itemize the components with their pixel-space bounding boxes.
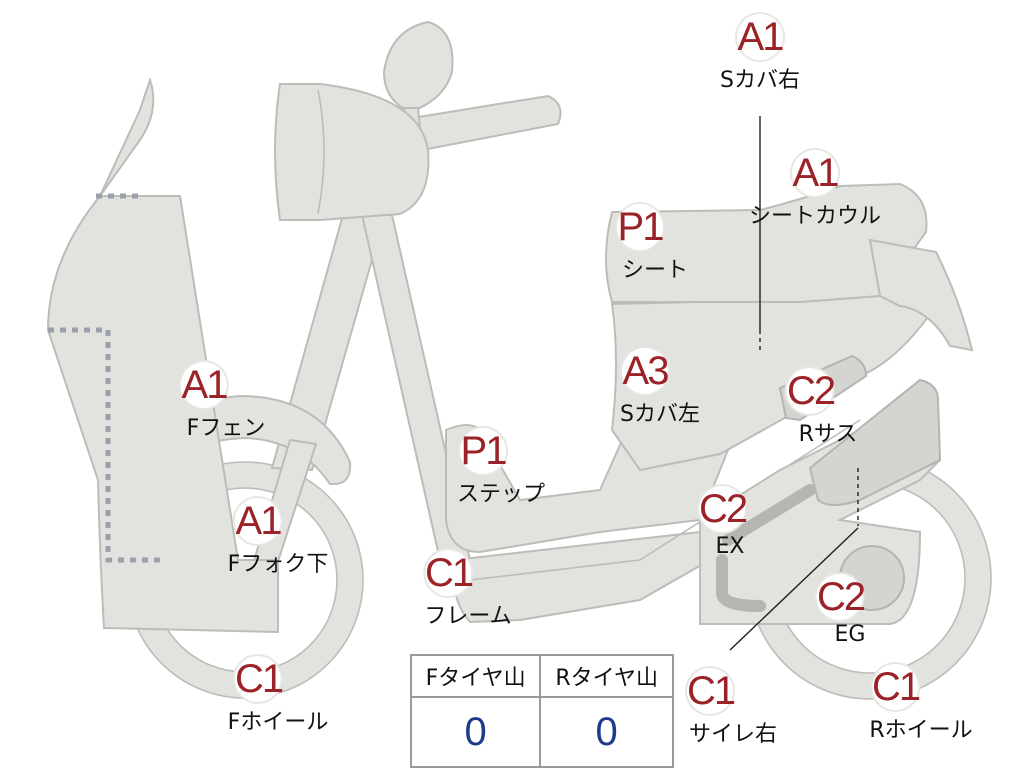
table-header-row: Fタイヤ山 Rタイヤ山: [409, 654, 674, 698]
part-label-frame[interactable]: C1 フレーム: [384, 550, 512, 630]
grade-badge: A3: [622, 348, 669, 394]
part-name: Rサス: [798, 422, 858, 447]
front-leg-shield-shape: [46, 76, 279, 634]
part-name: Rホイール: [869, 718, 973, 743]
handle-cover-inner-shape: [317, 89, 325, 215]
part-label-s-cover-right[interactable]: A1 Sカバ右: [720, 14, 800, 94]
part-label-f-fork-lower[interactable]: A1 Fフォク下: [188, 498, 329, 578]
part-name: サイレ右: [688, 722, 778, 747]
part-name: Sカバ右: [720, 68, 800, 93]
grade-badge: A1: [737, 14, 784, 60]
seat-shape: [605, 182, 928, 303]
engine-cover-shape: [808, 378, 942, 506]
rear-tire-header: Rタイヤ山: [539, 654, 674, 698]
part-label-f-wheel[interactable]: C1 Fホイール: [188, 656, 329, 736]
grade-badge: C1: [686, 668, 736, 714]
handlebar-shape: [398, 94, 562, 154]
grade-badge: A1: [235, 498, 282, 544]
part-name: Fホイール: [227, 710, 329, 735]
part-label-engine[interactable]: C2 EG: [815, 574, 866, 647]
grade-badge: A1: [791, 150, 839, 196]
mirror-shape: [382, 20, 454, 114]
part-name: シートカウル: [748, 204, 882, 229]
rear-tire-value: 0: [539, 696, 674, 768]
grade-badge: P1: [616, 204, 664, 250]
part-label-r-wheel[interactable]: C1 Rホイール: [817, 664, 973, 744]
grade-badge: C1: [235, 656, 284, 702]
part-label-r-suspension[interactable]: C2 Rサス: [763, 368, 858, 448]
grade-badge: C2: [786, 368, 836, 414]
part-name: EX: [715, 534, 745, 559]
tire-tread-table: Fタイヤ山 Rタイヤ山 0 0: [409, 654, 674, 768]
part-label-seat[interactable]: P1 シート: [592, 204, 688, 284]
exhaust-pipe-shape: [716, 484, 816, 612]
part-name: シート: [621, 258, 689, 283]
part-label-f-fender[interactable]: A1 Fフェン: [143, 362, 266, 442]
part-name: EG: [834, 622, 866, 647]
front-tire-value: 0: [409, 696, 542, 768]
part-name: Fフォク下: [227, 552, 329, 577]
handle-cover-shape: [274, 83, 430, 221]
grade-badge: C1: [425, 550, 474, 596]
leg-shield-dots: [48, 193, 160, 563]
grade-badge: A1: [181, 362, 228, 408]
part-name: ステップ: [456, 482, 546, 507]
grade-badge: C2: [816, 574, 866, 620]
front-tire-header: Fタイヤ山: [409, 654, 542, 698]
part-name: Fフェン: [186, 416, 266, 441]
table-value-row: 0 0: [409, 696, 674, 768]
part-label-exhaust[interactable]: C2 EX: [699, 486, 748, 559]
leader-muffler-right: [729, 527, 859, 651]
part-label-seat-cowl[interactable]: A1 シートカウル: [749, 150, 881, 230]
part-name: フレーム: [424, 604, 512, 629]
part-label-s-cover-left[interactable]: A3 Sカバ左: [590, 348, 700, 428]
grade-badge: P1: [459, 428, 507, 474]
grade-badge: C2: [699, 486, 748, 532]
part-label-step[interactable]: P1 ステップ: [421, 428, 545, 508]
part-name: Sカバ左: [620, 402, 700, 427]
seat-cowl-shape: [868, 238, 974, 352]
part-label-muffler-right[interactable]: C1 サイレ右: [643, 668, 777, 748]
grade-badge: C1: [871, 664, 921, 710]
